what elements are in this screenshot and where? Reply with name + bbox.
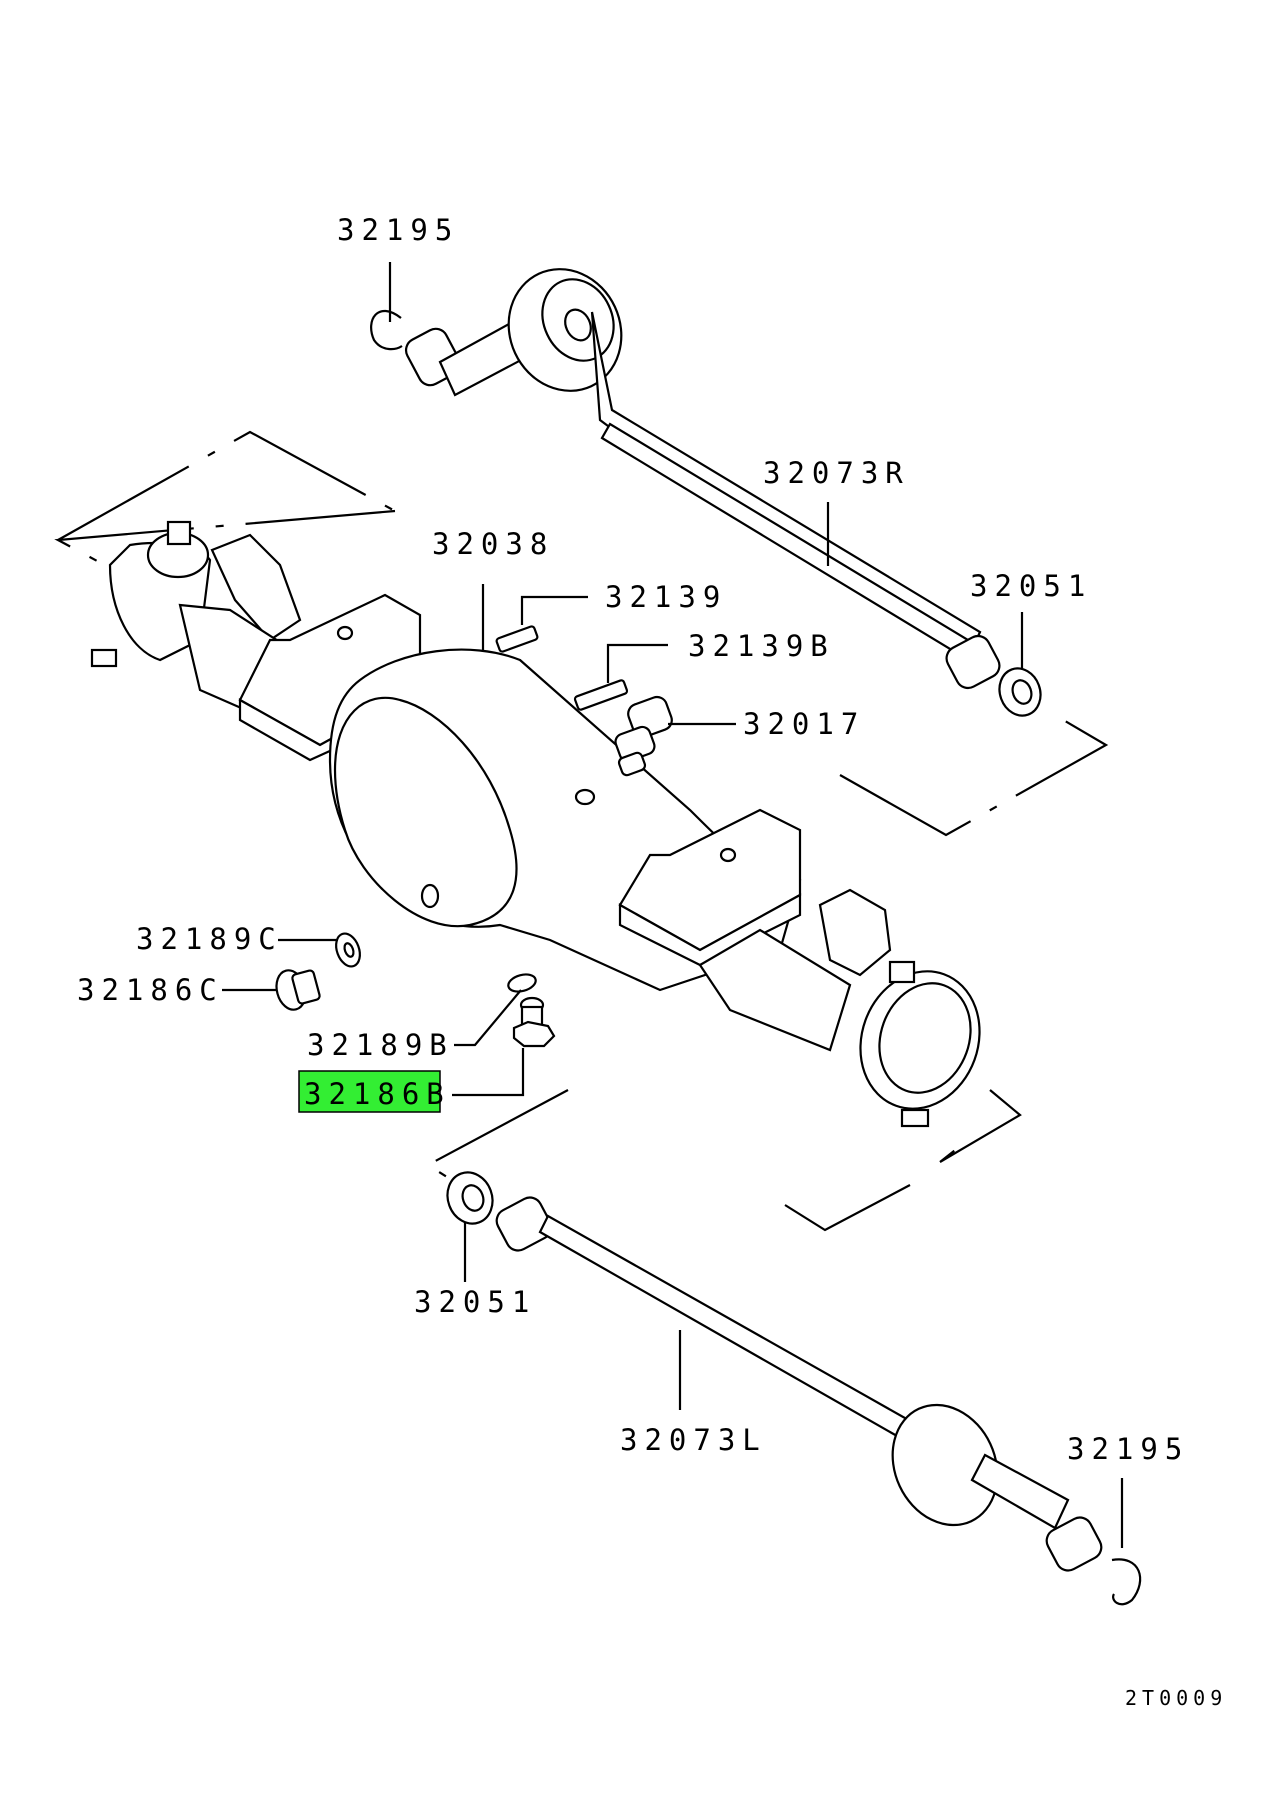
frame-bottom (939, 1089, 1022, 1163)
stud-32017-tip (617, 751, 647, 777)
differential-cover[interactable] (333, 696, 518, 928)
label-32195-top[interactable]: 32195 (337, 213, 459, 247)
housing-right-cup-inner (878, 982, 972, 1094)
label-32017[interactable]: 32017 (743, 707, 865, 741)
left-axle-shaft-group (425, 1089, 1142, 1606)
leader-32186B (452, 1048, 525, 1097)
label-32189C[interactable]: 32189C (136, 922, 283, 956)
housing-right-bracket (818, 888, 892, 977)
left-shaft-stub (970, 1453, 1070, 1530)
label-32073R[interactable]: 32073R (763, 456, 910, 490)
housing-left-stud (166, 520, 192, 546)
housing-hole-1 (336, 625, 354, 641)
small-parts-group (222, 595, 736, 1097)
pin-32139[interactable] (495, 625, 539, 653)
seal-32051-bottom-inner (461, 1184, 485, 1212)
housing-right-seat-base (618, 893, 802, 967)
label-32038[interactable]: 32038 (432, 527, 554, 561)
diff-cover-plug (420, 883, 440, 909)
snap-ring-bottom[interactable] (1111, 1558, 1142, 1606)
washer-32189C-hole (343, 942, 355, 958)
right-axle-shaft-group (54, 262, 1109, 837)
housing-left-bracket (210, 533, 302, 642)
left-shaft-rod[interactable] (538, 1214, 914, 1442)
snap-ring-top[interactable] (370, 310, 403, 351)
leader-32139 (520, 595, 588, 625)
label-32051-bottom[interactable]: 32051 (414, 1285, 536, 1319)
housing-left-bottom-stud (90, 648, 118, 668)
pin-32139B[interactable] (573, 679, 629, 711)
washer-32189B[interactable] (506, 972, 537, 995)
label-32189B[interactable]: 32189B (307, 1028, 454, 1062)
label-32186B[interactable]: 32186B (304, 1077, 451, 1111)
label-32139B[interactable]: 32139B (688, 629, 835, 663)
label-32195-bottom[interactable]: 32195 (1067, 1432, 1189, 1466)
diagram-code: 2T0009 (1125, 1686, 1227, 1710)
left-shaft-far-spline[interactable] (1042, 1513, 1105, 1574)
leader-32189B (454, 989, 522, 1047)
label-32051-top[interactable]: 32051 (970, 569, 1092, 603)
housing-right-tube (698, 928, 852, 1052)
axle-housing-group (90, 520, 981, 1128)
plug-32186B-hex (512, 1020, 556, 1048)
left-shaft-spline[interactable] (492, 1193, 555, 1254)
highlight-32186B[interactable] (298, 1070, 441, 1113)
housing-hole-3 (719, 847, 737, 863)
seal-32051-top-inner (1011, 679, 1033, 705)
label-32139[interactable]: 32139 (605, 580, 727, 614)
right-shaft-hub-center (564, 308, 592, 342)
plug-32186C-head (291, 969, 321, 1005)
label-32073L[interactable]: 32073L (620, 1423, 767, 1457)
left-shaft-hub[interactable] (873, 1388, 1016, 1543)
label-32186C[interactable]: 32186C (77, 973, 224, 1007)
housing-right-top-stud (888, 960, 916, 984)
leader-32139B (606, 643, 668, 683)
housing-right-bottom-stud (900, 1108, 930, 1128)
right-shaft-far-spline[interactable] (942, 632, 1003, 692)
frame-top-right (839, 717, 1109, 837)
housing-hole-2 (574, 788, 596, 806)
frame-top-left-2 (57, 430, 396, 541)
frame-bottom-2 (425, 1089, 569, 1183)
frame-bottom-3 (784, 1184, 911, 1232)
